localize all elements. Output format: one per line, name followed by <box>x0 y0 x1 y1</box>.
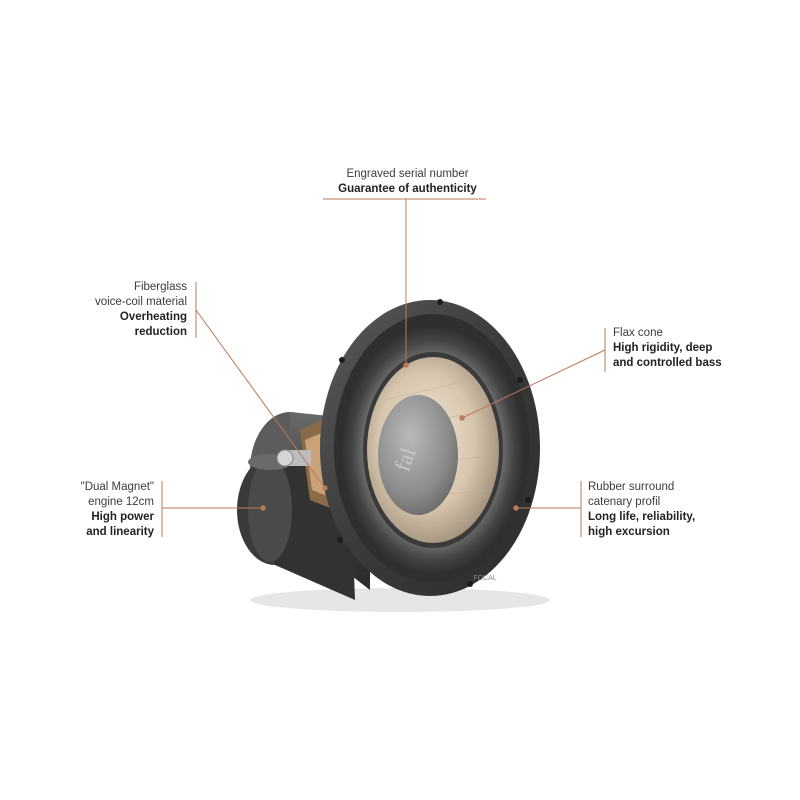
serial-benefit: Guarantee of authenticity <box>338 183 477 195</box>
callout-flax-cone: Flax cone High rigidity, deep and contro… <box>613 326 783 371</box>
rubber-benefit-2: high excursion <box>588 526 670 538</box>
floor-shadow <box>250 588 550 612</box>
callout-fiberglass-voice-coil: Fiberglass voice-coil material Overheati… <box>40 280 187 340</box>
dual-label-2: engine 12cm <box>88 496 154 508</box>
rubber-benefit-1: Long life, reliability, <box>588 511 696 523</box>
callout-dual-magnet: "Dual Magnet" engine 12cm High power and… <box>40 480 154 540</box>
dust-cap <box>378 395 458 515</box>
callout-rubber-surround: Rubber surround catenary profil Long lif… <box>588 480 768 540</box>
flax-benefit-2: and controlled bass <box>613 357 722 369</box>
dual-benefit-2: and linearity <box>86 526 154 538</box>
fiberglass-benefit-1: Overheating <box>119 311 187 323</box>
callout-serial-number: Engraved serial number Guarantee of auth… <box>300 167 515 197</box>
fiberglass-benefit-2: reduction <box>134 326 187 338</box>
dual-label-1: "Dual Magnet" <box>80 481 154 493</box>
dual-benefit-1: High power <box>91 511 154 523</box>
flax-label: Flax cone <box>613 327 663 339</box>
fiberglass-label-1: Fiberglass <box>133 281 187 293</box>
rubber-label-2: catenary profil <box>588 496 661 508</box>
flax-benefit-1: High rigidity, deep <box>613 342 713 354</box>
leader-lines <box>161 198 606 537</box>
rubber-label-1: Rubber surround <box>588 481 675 493</box>
fiberglass-label-2: voice-coil material <box>94 296 187 308</box>
serial-label: Engraved serial number <box>346 168 469 180</box>
frame-logo: FOCAL <box>473 575 496 582</box>
